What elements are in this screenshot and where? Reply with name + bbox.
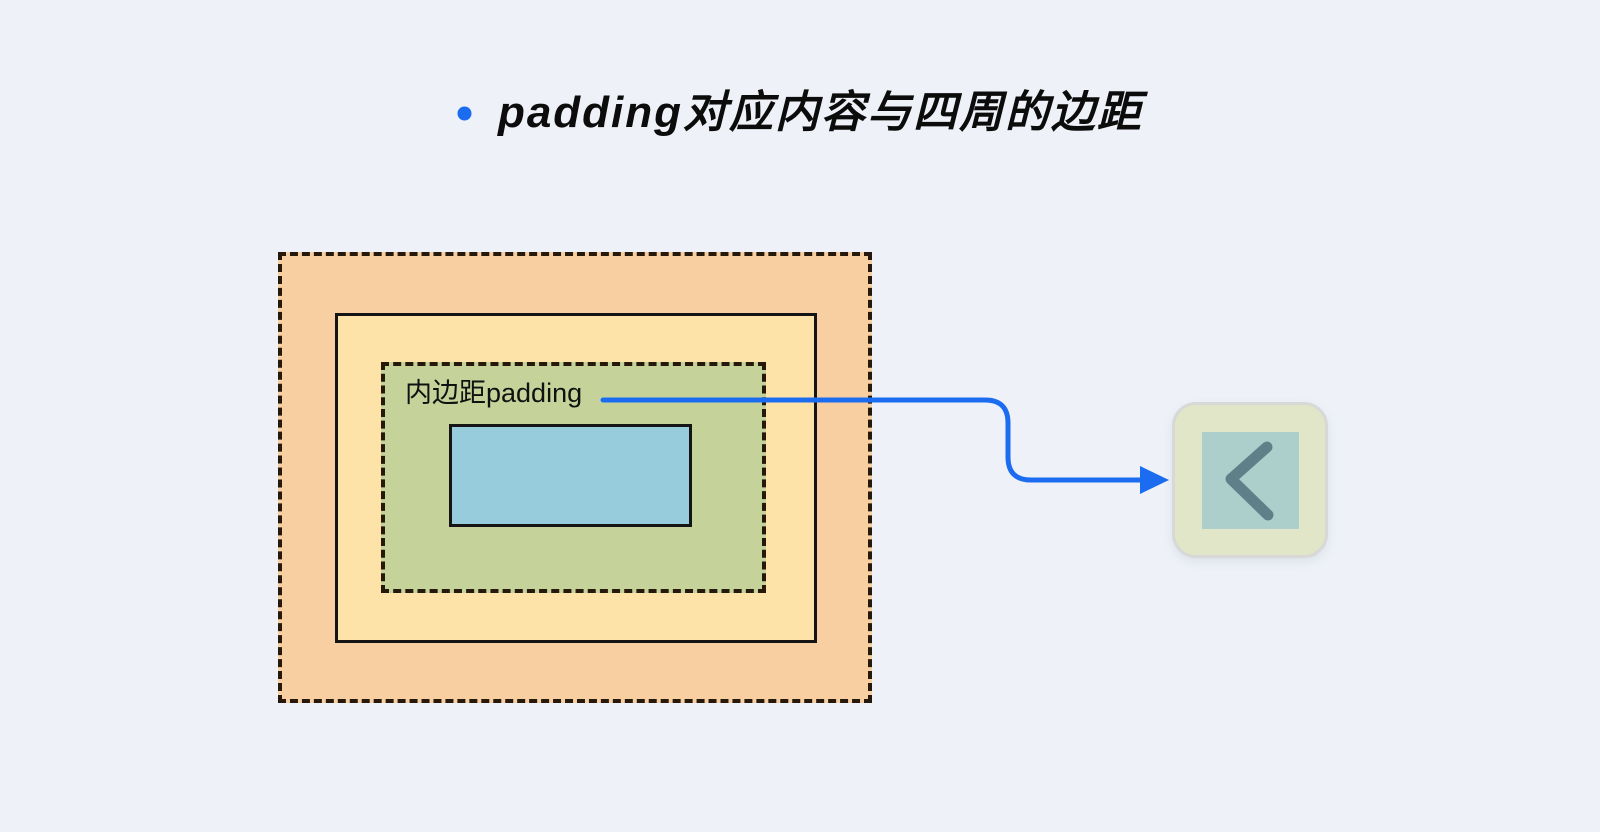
page-title: padding对应内容与四周的边距 [497, 88, 1144, 137]
chevron-left-icon [1225, 441, 1273, 520]
margin-box: 内边距padding [278, 252, 872, 703]
back-button-example[interactable] [1172, 402, 1328, 558]
title-row: padding对应内容与四周的边距 [0, 76, 1600, 140]
arrow-head [1140, 466, 1169, 494]
chevron-container [1201, 431, 1299, 529]
dot-icon [457, 106, 472, 120]
padding-box: 内边距padding [381, 362, 766, 593]
content-box [449, 424, 692, 527]
border-box: 内边距padding [335, 313, 817, 643]
padding-label: 内边距padding [405, 378, 583, 408]
